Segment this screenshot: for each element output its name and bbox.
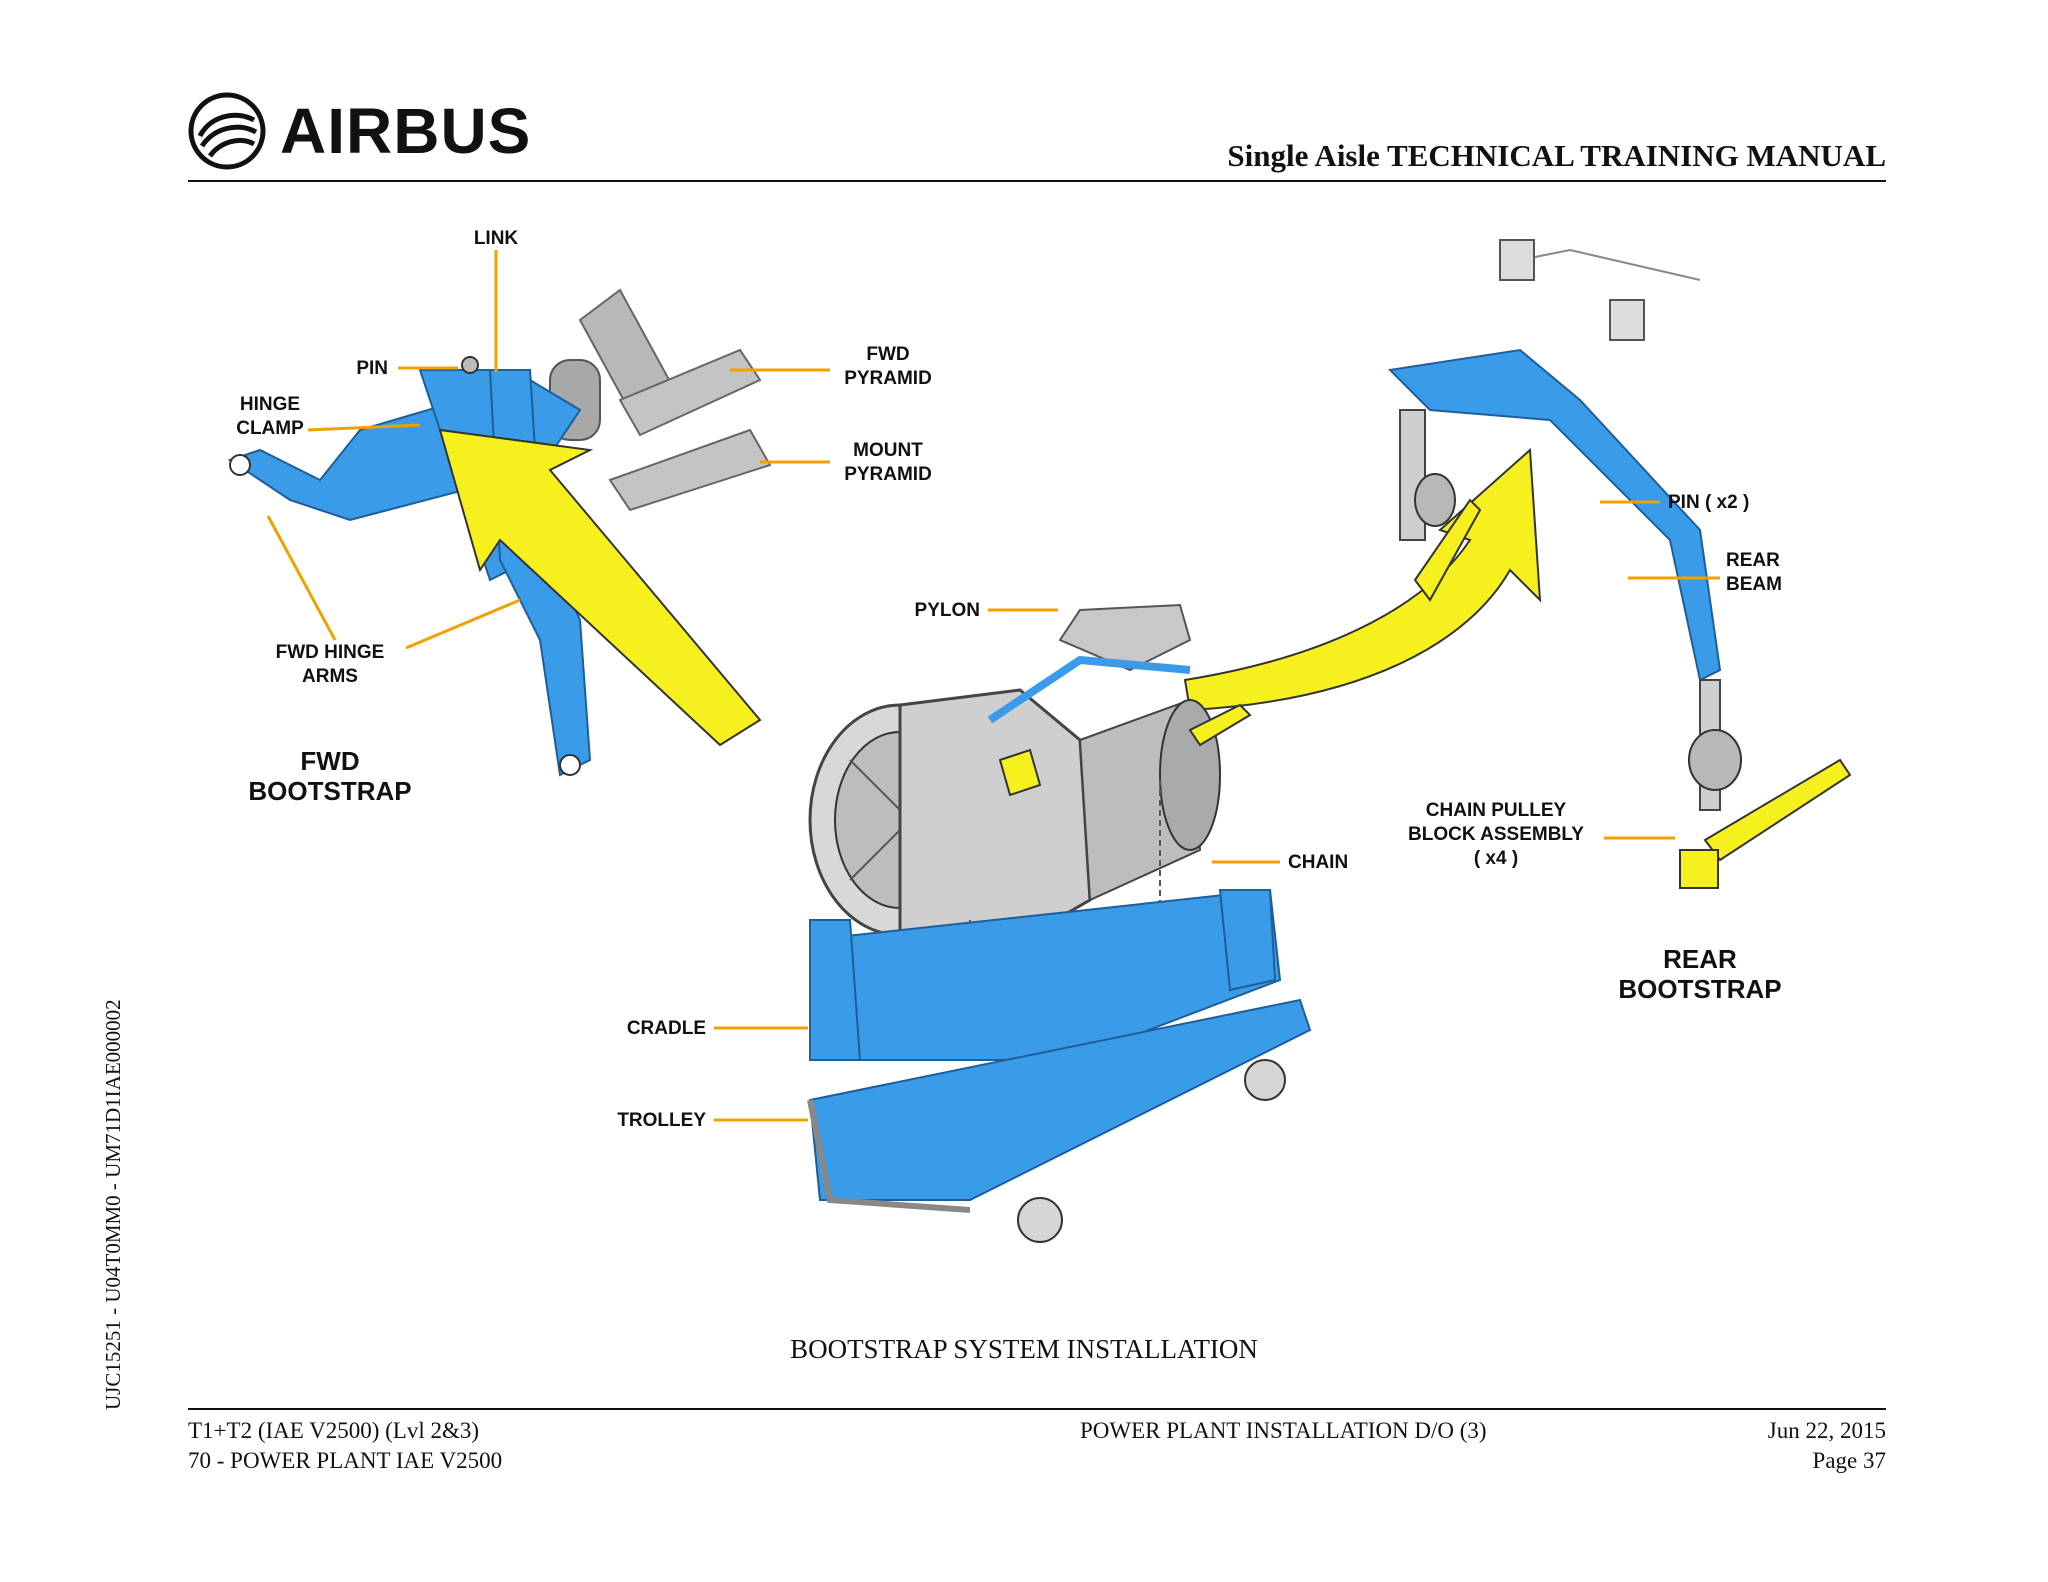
label-rear-beam: BEAM xyxy=(1726,574,1782,595)
airbus-emblem-icon xyxy=(188,92,266,170)
label-pin-x2: PIN ( x2 ) xyxy=(1668,492,1749,513)
label-trolley: TROLLEY xyxy=(617,1110,706,1131)
label-chain-pulley: ( x4 ) xyxy=(1474,848,1518,869)
footer-section: POWER PLANT INSTALLATION D/O (3) xyxy=(1080,1418,1487,1443)
right-direction-arrow xyxy=(1183,447,1542,712)
label-rear-beam: REAR xyxy=(1726,550,1780,571)
label-fwd-bootstrap: FWD xyxy=(300,746,359,776)
left-direction-arrow xyxy=(438,428,762,747)
footer-date: Jun 22, 2015 xyxy=(1767,1418,1886,1443)
label-fwd-hinge-arms: FWD HINGE xyxy=(276,642,385,663)
figure-caption: BOOTSTRAP SYSTEM INSTALLATION xyxy=(790,1334,1258,1364)
airbus-logo: AIRBUS xyxy=(188,92,531,170)
rear-handle-left xyxy=(1413,498,1482,602)
footer-course: T1+T2 (IAE V2500) (Lvl 2&3) xyxy=(188,1418,480,1443)
trolley-wheel xyxy=(1017,1197,1063,1243)
label-rear-bootstrap: REAR xyxy=(1663,944,1737,974)
label-chain: CHAIN xyxy=(1288,852,1348,873)
label-mount-pyramid: PYRAMID xyxy=(844,464,932,485)
label-cradle: CRADLE xyxy=(627,1018,706,1039)
label-link: LINK xyxy=(474,228,519,249)
label-rear-bootstrap: BOOTSTRAP xyxy=(1618,974,1781,1004)
fwd-pyramid-strut xyxy=(618,348,762,437)
label-chain-pulley: BLOCK ASSEMBLY xyxy=(1408,824,1584,845)
label-fwd-pyramid: PYRAMID xyxy=(844,368,932,389)
label-fwd-hinge-arms: ARMS xyxy=(302,666,358,687)
trolley-frame xyxy=(808,998,1312,1201)
label-pylon: PYLON xyxy=(915,600,980,621)
label-pin: PIN xyxy=(356,358,388,379)
label-hinge-clamp: CLAMP xyxy=(236,418,304,439)
bootstrap-diagram: LINK PIN HINGE CLAMP FWD PYRAMID MOUNT P… xyxy=(227,228,1852,1243)
manual-title: Single Aisle TECHNICAL TRAINING MANUAL xyxy=(1227,138,1886,173)
engine-bootstrap-rig xyxy=(987,655,1191,724)
leader-lines xyxy=(266,250,1720,1122)
footer-page: Page 37 xyxy=(1812,1448,1886,1473)
header-rule xyxy=(188,180,1886,182)
mount-pyramid-strut xyxy=(608,428,772,512)
wing-outline xyxy=(1519,248,1701,281)
label-fwd-pyramid: FWD xyxy=(866,344,909,365)
chain-pulley-block xyxy=(1688,729,1742,791)
label-mount-pyramid: MOUNT xyxy=(853,440,923,461)
airbus-wordmark: AIRBUS xyxy=(280,95,532,167)
label-hinge-clamp: HINGE xyxy=(240,394,300,415)
rear-bootstrap-assembly xyxy=(1387,239,1852,889)
label-chain-pulley: CHAIN PULLEY xyxy=(1426,800,1567,821)
engine xyxy=(808,688,1221,942)
cradle-trolley xyxy=(807,888,1312,1243)
trolley-wheel xyxy=(1244,1059,1286,1101)
pylon-shape xyxy=(1058,603,1192,672)
footer-rule xyxy=(188,1408,1886,1410)
footer-chapter: 70 - POWER PLANT IAE V2500 xyxy=(188,1448,503,1473)
pin-head xyxy=(461,356,479,374)
label-fwd-bootstrap: BOOTSTRAP xyxy=(248,776,411,806)
